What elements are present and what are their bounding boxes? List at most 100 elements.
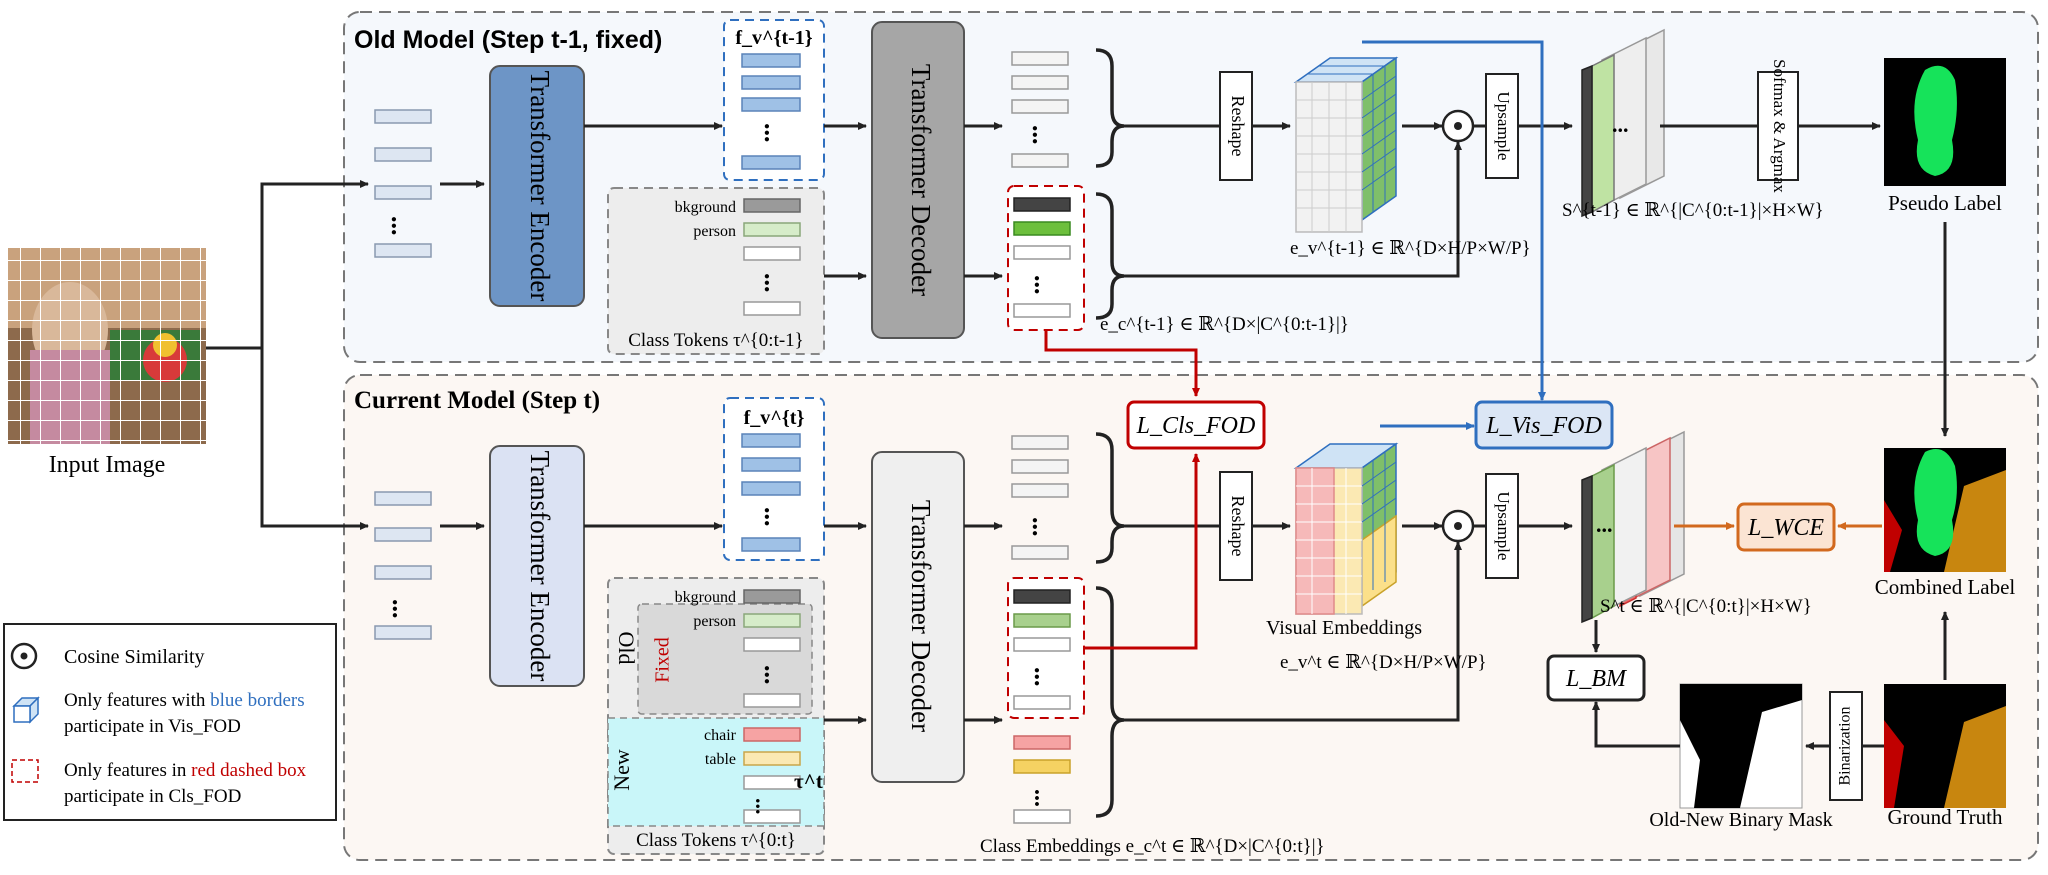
current-encoder-label: Transformer Encoder [525,451,555,682]
current-class-to-cosine-arrow [1124,541,1462,722]
old-score-ellipsis: ... [1612,112,1629,137]
current-class-emb-new-ellipsis: ... [1029,789,1055,807]
current-model-title: Current Model (Step t) [354,387,600,414]
old-ec-label: e_c^{t-1} ∈ ℝ^{D×|C^{0:t-1}|} [1100,314,1349,335]
current-old-group-label: Old [614,632,639,665]
current-score-label: S^t ∈ ℝ^{|C^{0:t}|×H×W} [1600,596,1812,617]
current-decoder-label: Transformer Decoder [906,500,936,732]
combined-label-text: Combined Label [1875,575,2016,599]
legend-blue-line1: Only features with blue borders [64,690,305,711]
old-decoder-label: Transformer Decoder [906,64,936,296]
current-decoder [871,451,965,783]
old-fv-label: f_v^{t-1} [735,27,812,49]
old-class-emb-empty-1 [1013,303,1071,318]
current-token-table [743,751,801,766]
old-patch-ellipsis: ... [386,216,415,236]
current-new-group-label: New [609,749,634,791]
input-image-label: Input Image [49,452,166,478]
current-token-name-1: person [693,613,736,630]
current-reshape-label: Reshape [1228,496,1248,557]
old-class-to-cosine-arrow [1124,141,1462,278]
old-encoder-label: Transformer Encoder [525,71,555,302]
pseudo-label-image [1884,58,2006,186]
vis-fod-old-blue-line [1362,40,1546,401]
legend-cosine-dot [20,652,28,660]
current-upsample-label: Upsample [1494,492,1513,561]
old-model-title: Old Model (Step t-1, fixed) [354,26,662,54]
legend [3,623,337,821]
old-class-emb-person [1013,221,1071,236]
current-class-emb-ellipsis: ... [1029,667,1058,687]
current-class-tokens-label: Class Tokens τ^{0:t} [636,830,796,851]
old-class-emb-bkground [1013,197,1071,212]
binary-mask-label: Old-New Binary Mask [1649,809,1832,831]
old-token-bkground [743,198,801,213]
loss-wce-label: L_WCE [1747,515,1824,541]
legend-red-line2: participate in Cls_FOD [64,786,241,807]
old-upsample-box [1485,73,1519,179]
current-class-emb-empty-1 [1013,695,1071,710]
old-output-visual-tokens [1011,51,1069,168]
current-token-chair [743,727,801,742]
loss-wce-box [1736,502,1836,552]
current-class-emb-person [1013,613,1071,628]
old-patch-tokens [374,109,432,258]
loss-cls-fod-label: L_Cls_FOD [1136,413,1256,439]
old-token-person [743,222,801,237]
input-to-old-arrow [260,180,369,348]
current-upsample-box [1485,473,1519,579]
loss-vis-fod-label: L_Vis_FOD [1485,413,1602,439]
legend-cube-icon [12,696,40,724]
current-class-emb-table [1013,759,1071,774]
old-fv-ellipsis: ... [759,123,788,143]
old-visual-cube [1293,56,1399,233]
legend-blue-line2: participate in Vis_FOD [64,716,241,737]
current-class-emb-chair [1013,735,1071,750]
current-token-old-empty-1 [743,693,801,708]
old-class-emb-empty-0 [1013,245,1071,260]
current-score-ellipsis: ... [1596,512,1613,537]
current-fv-tokens [741,433,801,552]
combined-label-image [1884,448,2006,572]
current-token-new-empty-0 [743,775,801,790]
binarization-box [1829,691,1863,801]
legend-cosine-text: Cosine Similarity [64,646,205,668]
current-patch-ellipsis: ... [387,599,416,619]
old-class-emb-ellipsis: ... [1029,275,1058,295]
current-score-maps [1581,430,1685,624]
old-softmax-box [1757,71,1799,181]
current-output-visual-tokens [1011,435,1069,560]
ground-truth-image [1884,684,2006,808]
cls-fod-old-red-line [1044,330,1200,397]
current-token-name-2: chair [704,727,737,744]
current-fixed-group-label: Fixed [652,637,674,683]
loss-bm-box [1546,654,1646,702]
old-token-name-0: bkground [675,199,736,216]
current-patch-tokens [374,491,432,640]
visual-embeddings-label: Visual Embeddings [1266,617,1422,639]
current-token-new-empty-1 [743,809,801,824]
input-to-current-arrow [260,348,369,530]
ground-truth-label: Ground Truth [1888,805,2003,829]
current-output-visual-ellipsis: ... [1027,517,1056,537]
current-token-old-empty-0 [743,637,801,652]
current-tau-label: τ^t [794,769,823,793]
old-reshape-box [1219,71,1253,181]
old-token-name-1: person [693,223,736,240]
current-encoder [489,445,585,687]
binarization-label: Binarization [1837,706,1854,785]
current-token-name-0: bkground [675,589,736,606]
current-visual-cube [1293,442,1399,615]
current-fv-label: f_v^{t} [744,407,805,429]
old-score-maps [1581,28,1665,218]
old-decoder [871,21,965,339]
current-fv-ellipsis: ... [759,507,788,527]
current-token-old-ellipsis: ... [759,665,788,685]
old-encoder [489,65,585,307]
pseudo-label-text: Pseudo Label [1888,191,2002,215]
current-token-bkground [743,589,801,604]
old-ev-label: e_v^{t-1} ∈ ℝ^{D×H/P×W/P} [1290,238,1531,259]
old-class-tokens-label: Class Tokens τ^{0:t-1} [628,330,804,351]
cls-fod-current-red-line [1084,453,1200,650]
